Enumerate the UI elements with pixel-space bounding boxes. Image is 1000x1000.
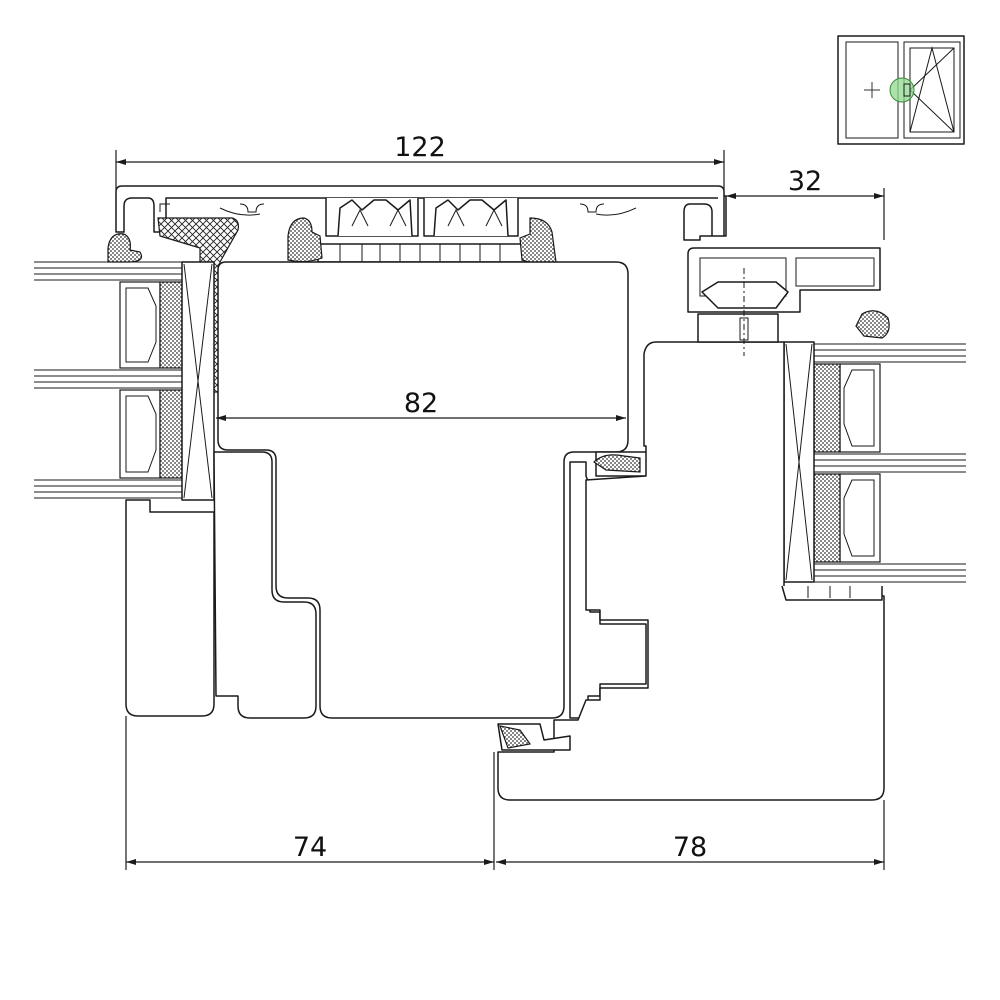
cross-marker-icon bbox=[864, 82, 880, 98]
dimension-78: 78 bbox=[496, 800, 885, 870]
right-glazing-unit bbox=[783, 341, 966, 583]
dimension-78-label: 78 bbox=[673, 832, 707, 863]
left-glazing-unit bbox=[34, 261, 215, 501]
right-sash-profile bbox=[497, 247, 885, 801]
dimension-74: 74 bbox=[125, 716, 495, 870]
top-gaskets bbox=[107, 217, 890, 339]
window-thumbnail bbox=[837, 35, 965, 145]
dimension-82: 82 bbox=[216, 388, 626, 421]
top-sash-cap bbox=[115, 185, 727, 241]
dimension-82-label: 82 bbox=[404, 388, 438, 419]
dimension-32: 32 bbox=[726, 166, 885, 240]
top-clip-profiles bbox=[317, 198, 529, 263]
bottom-step-hardware bbox=[497, 723, 571, 751]
dimension-74-label: 74 bbox=[293, 832, 327, 863]
dimension-122-label: 122 bbox=[394, 132, 446, 163]
dimension-32-label: 32 bbox=[788, 166, 822, 197]
left-frame-profile bbox=[125, 261, 647, 719]
dimension-122: 122 bbox=[115, 132, 725, 190]
